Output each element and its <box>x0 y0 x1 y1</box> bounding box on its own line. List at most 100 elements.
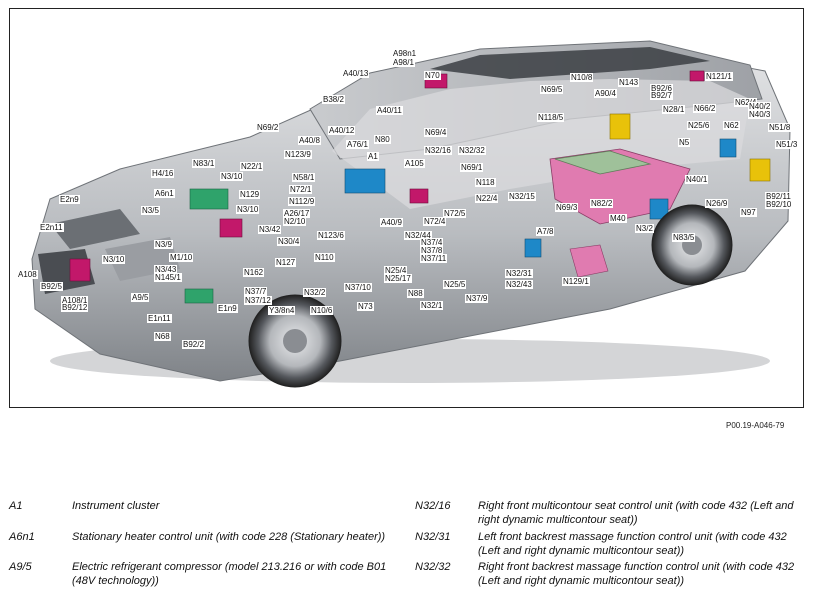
component-callout: N97 <box>740 208 757 217</box>
vehicle-illustration <box>31 40 791 388</box>
component-callout: A9/5 <box>131 293 150 302</box>
component-callout: N51/3 <box>775 140 799 149</box>
component-callout: N69/4 <box>424 128 448 137</box>
component-callout: N58/1 <box>292 173 316 182</box>
component-callout: N72/5 <box>443 209 467 218</box>
component-callout: N25/17 <box>384 274 412 283</box>
component-callout: N32/16 <box>424 146 452 155</box>
component-callout: E1n9 <box>217 304 238 313</box>
component-callout: N32/15 <box>508 192 536 201</box>
component-callout: N73 <box>357 302 374 311</box>
legend-code: A1 <box>9 500 23 512</box>
component-callout: N110 <box>314 253 335 262</box>
component-callout: N162 <box>243 268 265 277</box>
legend-description: Electric refrigerant compressor (model 2… <box>72 561 387 587</box>
component-callout: N32/43 <box>505 280 533 289</box>
component-callout: N145/1 <box>154 273 182 282</box>
component-callout: N25/4 <box>384 266 408 275</box>
component-callout: N32/31 <box>505 269 533 278</box>
component-callout: N37/8 <box>420 246 444 255</box>
component-callout: N32/2 <box>303 288 327 297</box>
component-callout: N37/7 <box>244 287 268 296</box>
component-callout: N25/6 <box>687 121 711 130</box>
component-callout: A26/17 <box>283 209 311 218</box>
component-callout: N37/4 <box>420 238 444 247</box>
component-callout: A7/8 <box>536 227 555 236</box>
legend-code: N32/16 <box>415 500 451 512</box>
component-callout: H4/16 <box>151 169 175 178</box>
component-callout: N69/3 <box>555 203 579 212</box>
figure-code: P00.19-A046-79 <box>726 421 785 430</box>
component-callout: N66/2 <box>693 104 717 113</box>
component-callout: A105 <box>404 159 425 168</box>
component-callout: B92/11 <box>765 192 792 201</box>
component-callout: M1/10 <box>169 253 194 262</box>
component-callout: N129 <box>239 190 261 199</box>
component-callout: N69/2 <box>256 123 280 132</box>
component-callout: B92/7 <box>650 91 673 100</box>
component-callout: A40/13 <box>342 69 370 78</box>
component-callout: N37/10 <box>344 283 372 292</box>
component-callout: B38/2 <box>322 95 345 104</box>
component-callout: N62 <box>723 121 740 130</box>
component-callout: N10/6 <box>310 306 334 315</box>
component-callout: A40/12 <box>328 126 356 135</box>
component-callout: N82/2 <box>590 199 614 208</box>
component-callout: N40/2 <box>748 102 772 111</box>
component-callout: N62/4 <box>734 98 758 107</box>
component-callout: N72/4 <box>423 217 447 226</box>
component-callout: N129/1 <box>562 277 590 286</box>
component-callout: N118/5 <box>537 113 565 122</box>
component-callout: B92/10 <box>765 200 793 209</box>
component-callout: A98n1 <box>392 49 418 58</box>
component-callout: N22/4 <box>475 194 499 203</box>
component-callout: N118 <box>475 178 496 187</box>
component-callout: B92/6 <box>650 84 673 93</box>
component-callout: N28/1 <box>662 105 686 114</box>
legend-description: Instrument cluster <box>72 500 160 512</box>
component-callout: N25/5 <box>443 280 467 289</box>
legend-description: Right front multicontour seat control un… <box>478 500 794 526</box>
component-callout: N32/1 <box>420 301 444 310</box>
component-callout: N3/42 <box>258 225 282 234</box>
component-callout: N37/9 <box>465 294 489 303</box>
component-callout: N83/1 <box>192 159 216 168</box>
component-callout: N3/10 <box>236 205 260 214</box>
legend-description: Right front backrest massage function co… <box>478 561 795 587</box>
component-callout: N3/10 <box>102 255 126 264</box>
component-callout: A108/1 <box>61 296 89 305</box>
component-callout: N22/1 <box>240 162 264 171</box>
component-callout: N2/10 <box>283 217 307 226</box>
component-callout: N3/43 <box>154 265 178 274</box>
legend-code: A9/5 <box>9 561 32 573</box>
component-callout: N37/11 <box>420 254 448 263</box>
component-callout: Y3/8n4 <box>268 306 296 315</box>
component-callout: A76/1 <box>346 140 369 149</box>
component-callout: N26/9 <box>705 199 729 208</box>
component-callout: N37/12 <box>244 296 272 305</box>
component-callout: N40/1 <box>685 175 709 184</box>
legend-description: Left front backrest massage function con… <box>478 531 787 557</box>
legend-code: N32/32 <box>415 561 451 573</box>
component-callout: A90/4 <box>594 89 617 98</box>
component-callout: B92/12 <box>61 303 89 312</box>
component-callout: N3/2 <box>635 224 654 233</box>
component-callout: N68 <box>154 332 171 341</box>
component-callout: N3/10 <box>220 172 244 181</box>
component-callout: M40 <box>609 214 627 223</box>
component-callout: N143 <box>618 78 640 87</box>
component-callout: N69/5 <box>540 85 564 94</box>
component-callout: N123/6 <box>317 231 345 240</box>
component-callout: A40/8 <box>298 136 321 145</box>
component-callout: A6n1 <box>154 189 175 198</box>
component-callout: N80 <box>374 135 391 144</box>
component-callout: E2n9 <box>59 195 80 204</box>
component-callout: A98/1 <box>392 58 415 67</box>
component-callout: N40/3 <box>748 110 772 119</box>
component-callout: B92/5 <box>40 282 63 291</box>
component-callout: N72/1 <box>289 185 313 194</box>
component-callout: N88 <box>407 289 424 298</box>
component-callout: N32/32 <box>458 146 486 155</box>
component-callout: N112/9 <box>288 197 316 206</box>
component-callout: N3/5 <box>141 206 160 215</box>
